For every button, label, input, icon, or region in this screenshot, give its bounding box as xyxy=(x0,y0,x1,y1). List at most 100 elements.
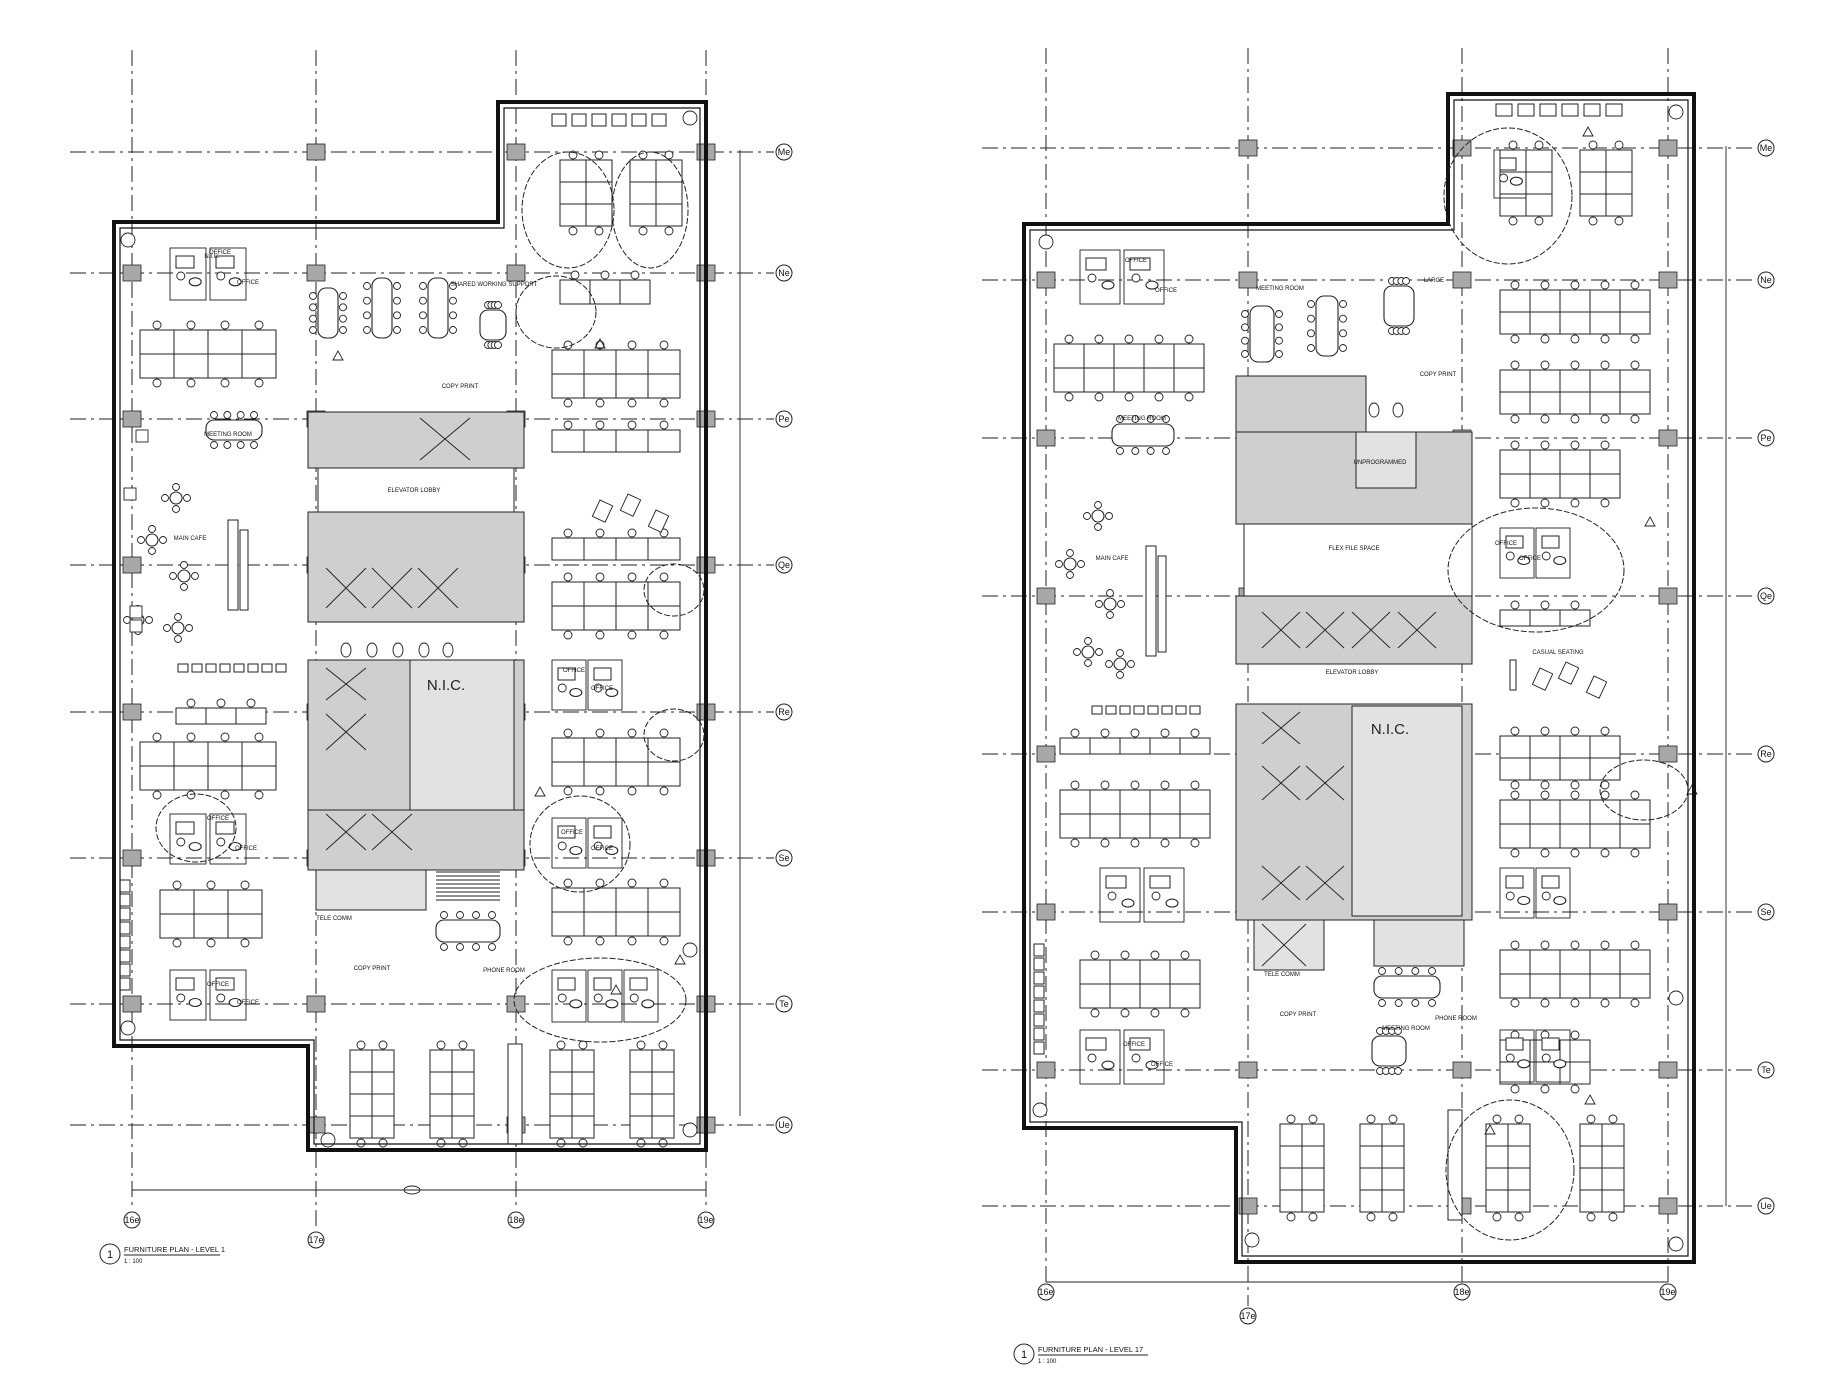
perimeter-seat xyxy=(1495,103,1513,117)
desk xyxy=(571,1049,595,1073)
chair xyxy=(595,630,605,640)
revision-delta xyxy=(1582,126,1594,137)
chair xyxy=(1600,848,1610,858)
chair xyxy=(627,630,637,640)
structural-column xyxy=(122,556,142,574)
chair xyxy=(174,635,182,643)
chair xyxy=(1428,999,1436,1007)
chair xyxy=(563,398,573,408)
chair xyxy=(1630,998,1640,1008)
perimeter-seat xyxy=(119,949,131,963)
workstation-cluster xyxy=(551,420,681,453)
chair xyxy=(176,837,186,847)
grid-label: 17e xyxy=(1240,1311,1255,1321)
structural-column xyxy=(1658,1061,1678,1079)
office-wall xyxy=(587,659,623,711)
chair xyxy=(1084,637,1092,645)
desk xyxy=(629,1093,653,1117)
table xyxy=(317,287,339,339)
chair xyxy=(1570,280,1580,290)
lounge-chair xyxy=(123,487,137,501)
office-wall xyxy=(209,969,247,1021)
desk xyxy=(585,203,613,227)
grid-bubble xyxy=(1757,587,1775,605)
desk xyxy=(1559,289,1591,313)
chair xyxy=(1510,334,1520,344)
grid-bubble xyxy=(775,995,793,1013)
desk xyxy=(583,911,617,937)
desk xyxy=(551,349,585,375)
revision-clouds xyxy=(155,151,705,1043)
structural-column xyxy=(1658,429,1678,447)
chair xyxy=(593,993,603,1003)
desk xyxy=(655,181,683,205)
chair xyxy=(1162,415,1170,423)
desk xyxy=(1059,737,1091,755)
chair xyxy=(1510,940,1520,950)
chair xyxy=(393,326,401,334)
chair xyxy=(1388,1212,1398,1222)
desk xyxy=(1529,289,1561,313)
chair xyxy=(339,314,347,323)
desk xyxy=(1109,983,1141,1009)
side-table xyxy=(1101,1060,1115,1070)
office-room xyxy=(1123,1029,1165,1085)
cafe-table xyxy=(161,483,191,513)
room-label-phone-room: PHONE ROOM xyxy=(483,968,525,974)
table xyxy=(1091,509,1105,523)
desk xyxy=(139,741,175,767)
desk xyxy=(557,667,576,681)
desk xyxy=(1559,609,1591,627)
office-wall xyxy=(169,247,207,301)
chair xyxy=(1131,415,1140,423)
chair xyxy=(183,494,191,502)
side-table xyxy=(228,997,242,1008)
revision-delta xyxy=(1644,516,1656,527)
desk xyxy=(1113,367,1145,393)
chair xyxy=(1541,551,1551,561)
lounge-chair xyxy=(1585,675,1608,699)
chair xyxy=(378,1138,388,1148)
desk xyxy=(1499,391,1531,415)
chair xyxy=(1570,940,1580,950)
desk xyxy=(551,537,585,561)
desk xyxy=(1499,473,1531,499)
grid-bubble xyxy=(1757,1197,1775,1215)
desk xyxy=(207,741,243,767)
desk xyxy=(1589,449,1621,475)
conference-table xyxy=(363,277,401,339)
desk xyxy=(1589,757,1621,781)
grid-label: Re xyxy=(1760,749,1772,759)
perimeter-seat xyxy=(261,663,273,673)
room-label-flex-file-space: FLEX FILE SPACE xyxy=(1329,546,1380,552)
structural-column xyxy=(306,995,326,1013)
chair xyxy=(1630,280,1640,290)
chair xyxy=(1588,216,1598,226)
building-core xyxy=(1235,375,1473,971)
perimeter-seat xyxy=(1033,971,1045,985)
grid-bubble xyxy=(1453,1283,1471,1301)
desk xyxy=(1605,149,1633,173)
side-table xyxy=(1509,176,1523,186)
chair xyxy=(1339,329,1347,338)
desk xyxy=(615,429,649,453)
chair xyxy=(1600,440,1610,450)
office-wall xyxy=(551,817,587,869)
chair xyxy=(440,943,448,951)
desk xyxy=(1079,983,1111,1009)
workstation-cluster xyxy=(1499,940,1651,1008)
structural-column xyxy=(306,143,326,161)
perimeter-seat xyxy=(571,113,587,127)
office-wall xyxy=(1143,867,1185,923)
chair xyxy=(1630,940,1640,950)
cafe-table xyxy=(1055,549,1085,579)
chair xyxy=(629,993,639,1003)
desk xyxy=(1179,737,1211,755)
side-table xyxy=(1101,280,1115,290)
grid-bubble xyxy=(775,849,793,867)
chair xyxy=(1094,334,1104,344)
chair xyxy=(1570,334,1580,344)
desk xyxy=(1559,949,1591,975)
chair xyxy=(1541,891,1551,901)
chair xyxy=(210,411,218,419)
